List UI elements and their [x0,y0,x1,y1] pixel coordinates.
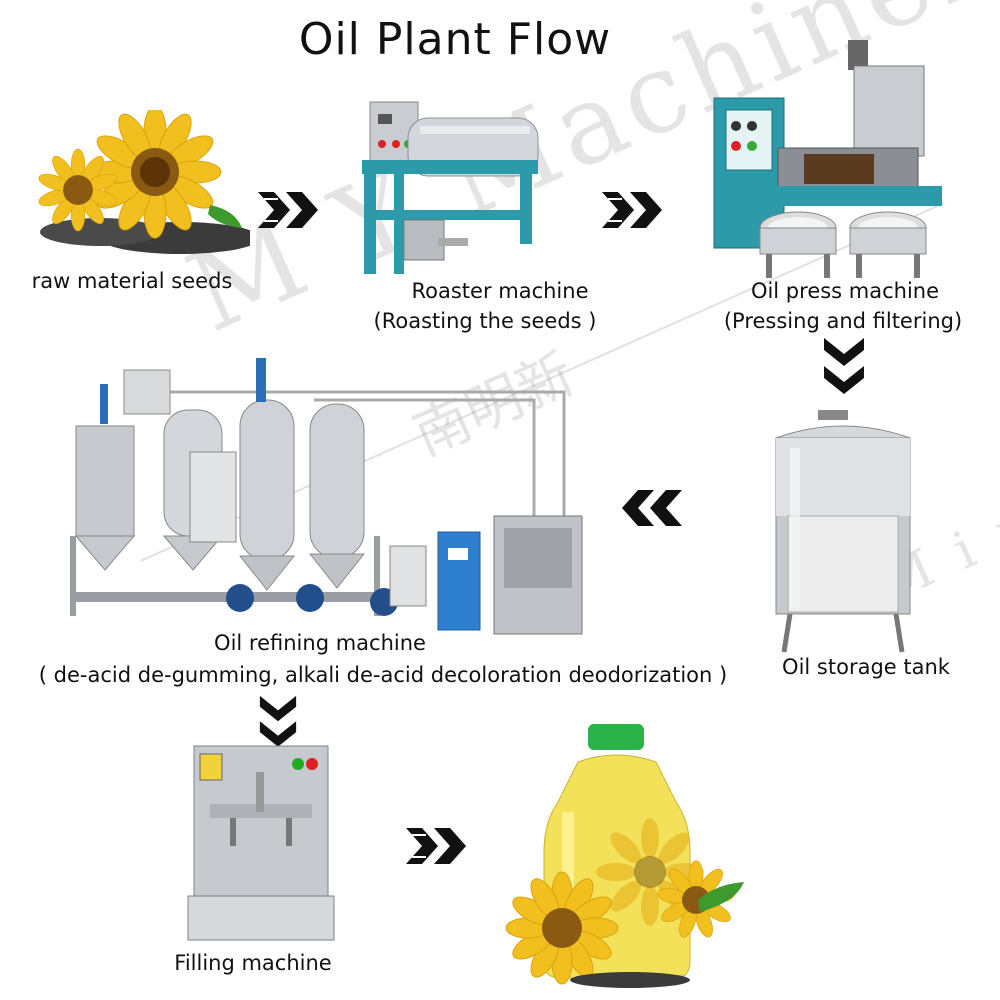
oil-press-machine-image [713,40,942,278]
step-press-sublabel: (Pressing and filtering) [723,309,963,333]
double-chevron-right-icon [602,192,662,228]
diagram-title: Oil Plant Flow [298,14,612,65]
sunflower-icon [38,110,242,239]
double-chevron-down-icon [259,695,297,747]
double-chevron-right-icon [406,828,466,864]
step-roaster-sublabel: (Roasting the seeds ) [373,309,597,333]
sunflower-icon [505,871,619,985]
oil-storage-tank-image [775,410,911,653]
step-seeds-label: raw material seeds [31,269,233,293]
step-refining-sublabel: ( de-acid de-gumming, alkali de-acid dec… [38,663,728,687]
filling-machine-image [187,745,335,941]
step-press-label: Oil press machine [750,279,940,303]
oil-bottle-product-image [505,724,744,988]
oil-refining-machine-image [70,358,583,635]
sunflower-seeds-image [38,110,250,254]
step-roaster-label: Roaster machine [411,279,589,303]
roaster-machine-image [362,101,539,274]
double-chevron-left-icon [622,490,682,526]
double-chevron-down-icon [824,338,864,394]
double-chevron-right-icon [258,192,318,228]
step-tank-label: Oil storage tank [782,655,950,679]
step-refining-label: Oil refining machine [214,631,426,655]
step-filling-label: Filling machine [174,951,332,975]
